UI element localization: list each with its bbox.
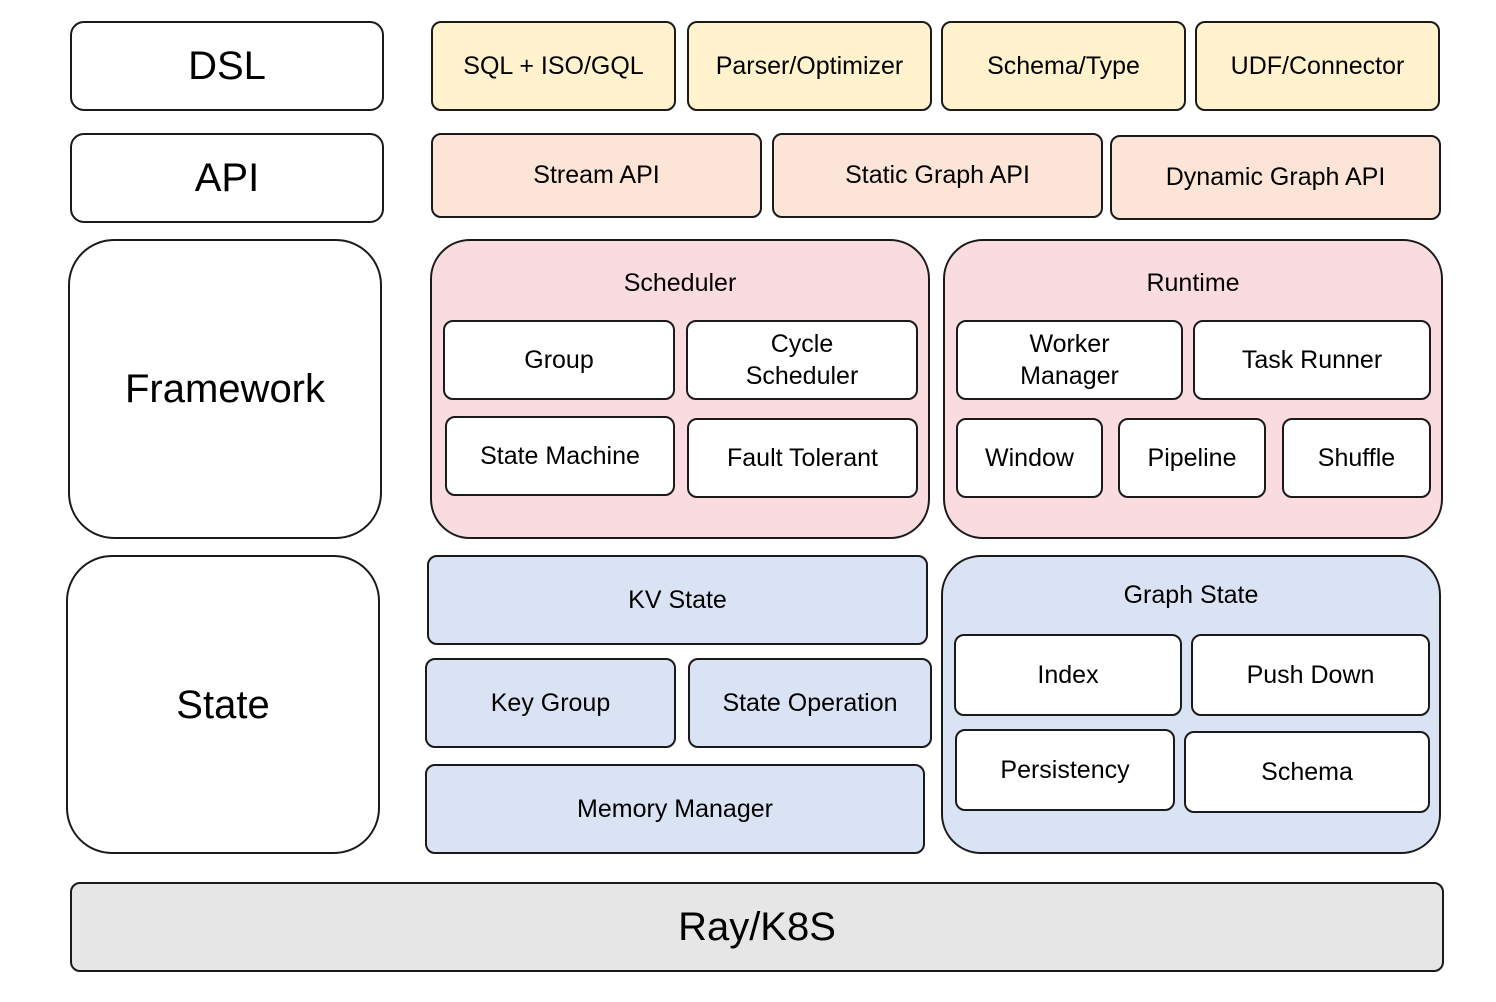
layer-state: State (66, 555, 380, 854)
scheduler-panel: Scheduler Group Cycle Scheduler State Ma… (430, 239, 930, 539)
runtime-panel: Runtime Worker Manager Task Runner Windo… (943, 239, 1443, 539)
dsl-parser-optimizer: Parser/Optimizer (687, 21, 932, 111)
layer-framework: Framework (68, 239, 382, 539)
api-stream: Stream API (431, 133, 762, 218)
runtime-worker-manager: Worker Manager (956, 320, 1183, 400)
scheduler-cycle-scheduler: Cycle Scheduler (686, 320, 918, 400)
graph-state-persistency: Persistency (955, 729, 1175, 811)
graph-state-schema: Schema (1184, 731, 1430, 813)
state-memory-manager: Memory Manager (425, 764, 925, 854)
runtime-title: Runtime (1146, 269, 1240, 297)
dsl-schema-type: Schema/Type (941, 21, 1186, 111)
state-kv-state: KV State (427, 555, 928, 645)
scheduler-title: Scheduler (623, 269, 737, 297)
scheduler-fault-tolerant: Fault Tolerant (687, 418, 918, 498)
scheduler-group: Group (443, 320, 675, 400)
layer-api: API (70, 133, 384, 223)
runtime-task-runner: Task Runner (1193, 320, 1431, 400)
base-ray-k8s: Ray/K8S (70, 882, 1444, 972)
graph-state-index: Index (954, 634, 1182, 716)
graph-state-push-down: Push Down (1191, 634, 1430, 716)
runtime-window: Window (956, 418, 1103, 498)
state-operation: State Operation (688, 658, 932, 748)
graph-state-panel: Graph State Index Push Down Persistency … (941, 555, 1441, 854)
scheduler-state-machine: State Machine (445, 416, 675, 496)
api-dynamic-graph: Dynamic Graph API (1110, 135, 1441, 220)
dsl-sql-gql: SQL + ISO/GQL (431, 21, 676, 111)
runtime-shuffle: Shuffle (1282, 418, 1431, 498)
dsl-udf-connector: UDF/Connector (1195, 21, 1440, 111)
layer-dsl: DSL (70, 21, 384, 111)
runtime-pipeline: Pipeline (1118, 418, 1266, 498)
api-static-graph: Static Graph API (772, 133, 1103, 218)
graph-state-title: Graph State (1123, 581, 1259, 609)
state-key-group: Key Group (425, 658, 676, 748)
